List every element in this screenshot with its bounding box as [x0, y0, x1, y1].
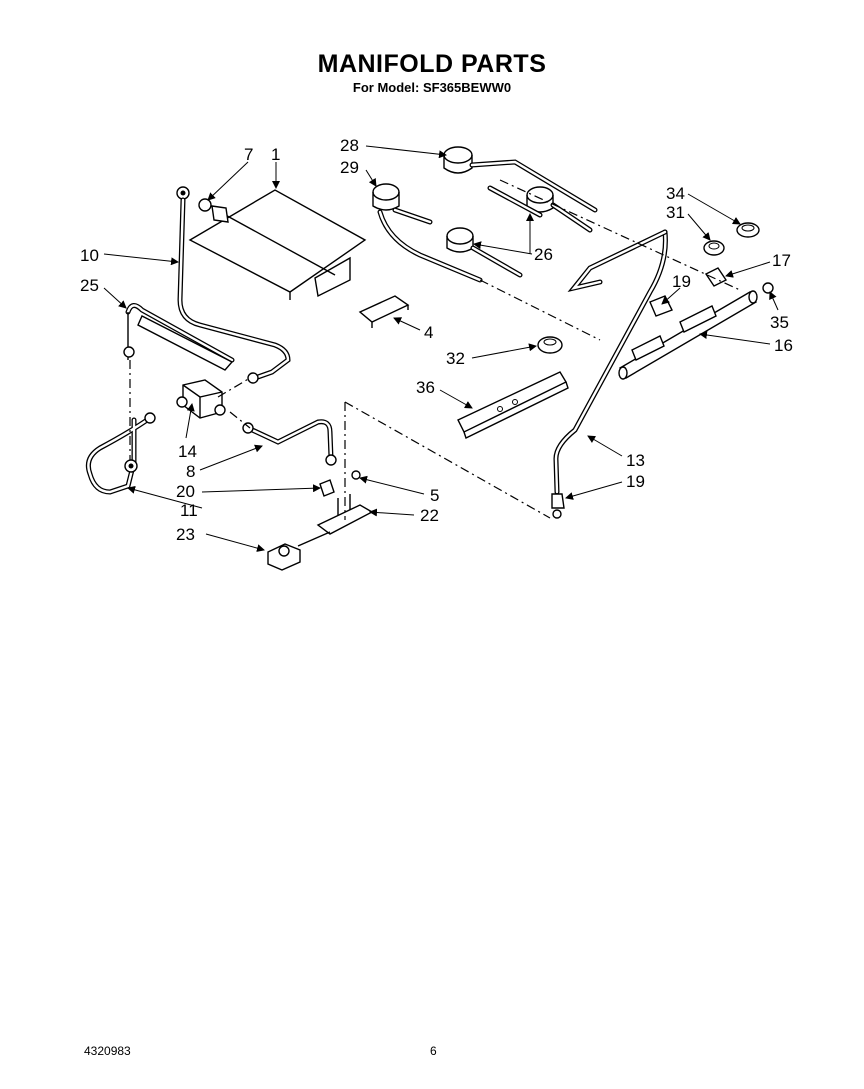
callout-29: 29: [340, 158, 359, 177]
callout-1: 1: [271, 145, 280, 164]
part-7-orifice-hood: [176, 186, 229, 223]
callout-34: 34: [666, 184, 685, 203]
part-11-oven-tube: [85, 412, 156, 495]
part-35-fitting: [762, 282, 774, 294]
callout-19-upper: 19: [672, 272, 691, 291]
callout-25: 25: [80, 276, 99, 295]
callout-20: 20: [176, 482, 195, 501]
callout-labels: 7 1 28 29 10 25 34 31 17 19 35 4 26 16 3…: [80, 136, 793, 544]
leader-lines: [103, 145, 779, 552]
page-title: MANIFOLD PARTS: [317, 50, 547, 78]
callout-19-lower: 19: [626, 472, 645, 491]
callout-31: 31: [666, 203, 685, 222]
model-subtitle: For Model: SF365BEWW0: [352, 80, 512, 95]
part-26-top-burner: [446, 186, 593, 278]
burner-tubes: [377, 185, 543, 283]
part-16-manifold-pipe: [618, 290, 758, 380]
part-31-knob: [703, 240, 725, 256]
callout-14: 14: [178, 442, 197, 461]
document-number: 4320983: [84, 1044, 131, 1058]
callout-16: 16: [774, 336, 793, 355]
callout-11: 11: [180, 501, 198, 520]
callout-35: 35: [770, 313, 789, 332]
callout-36: 36: [416, 378, 435, 397]
part-20-fitting: [319, 479, 335, 497]
part-28-top-burner: [443, 146, 598, 213]
part-1-shield-plate: [188, 189, 367, 300]
part-29-top-burner: [372, 183, 433, 225]
part-25-broiler-burner: [123, 303, 235, 371]
callout-13: 13: [626, 451, 645, 470]
page-number: 6: [430, 1044, 437, 1058]
assembly-lines: [129, 179, 741, 520]
callout-32: 32: [446, 349, 465, 368]
part-34-knob: [736, 222, 760, 238]
callout-26: 26: [534, 245, 553, 264]
part-17-shutoff-valve: [704, 267, 728, 287]
part-10-broiler-tube: [177, 197, 291, 384]
callout-5: 5: [430, 486, 439, 505]
part-4-bracket: [358, 295, 410, 328]
callout-28: 28: [340, 136, 359, 155]
callout-8: 8: [186, 462, 195, 481]
part-23-thermostat-valve: [267, 531, 331, 571]
callout-4: 4: [424, 323, 433, 342]
part-32-knob-cap: [537, 336, 563, 354]
callout-17: 17: [772, 251, 791, 270]
part-19-union-fitting: [551, 493, 565, 519]
part-5-fitting: [351, 470, 361, 480]
callout-10: 10: [80, 246, 99, 265]
callout-22: 22: [420, 506, 439, 525]
part-19-burner-valve: [649, 295, 673, 317]
callout-23: 23: [176, 525, 195, 544]
part-36-channel: [457, 371, 569, 439]
part-14-safety-valve: [176, 379, 226, 419]
part-8-thermostat-tube: [242, 419, 337, 466]
part-13-gas-line: [553, 229, 668, 495]
callout-7: 7: [244, 145, 253, 164]
